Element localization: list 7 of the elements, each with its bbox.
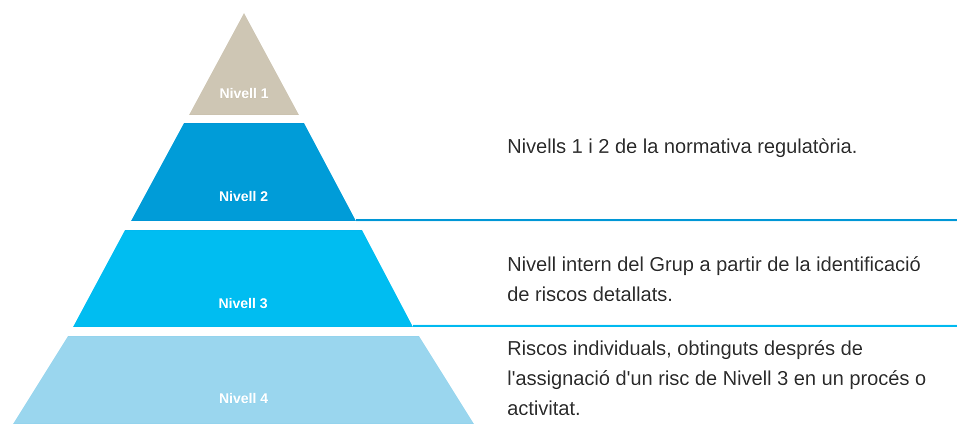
pyramid-tier: Nivell 3 — [73, 230, 413, 327]
description-text: Nivells 1 i 2 de la normativa regulatòria. — [508, 138, 856, 158]
pyramid-tier: Nivell 2 — [131, 123, 356, 221]
pyramid-tier: Nivell 4 — [13, 336, 474, 424]
description-text: Nivell intern del Grup a partir de la identificació de riscos detallats. — [508, 256, 920, 302]
description-text: Riscos individuals, obtinguts després de l'assignació d'un risc de Nivell 3 en un procés o activitat. — [508, 340, 926, 416]
pyramid-tier: Nivell 1 — [189, 13, 299, 115]
